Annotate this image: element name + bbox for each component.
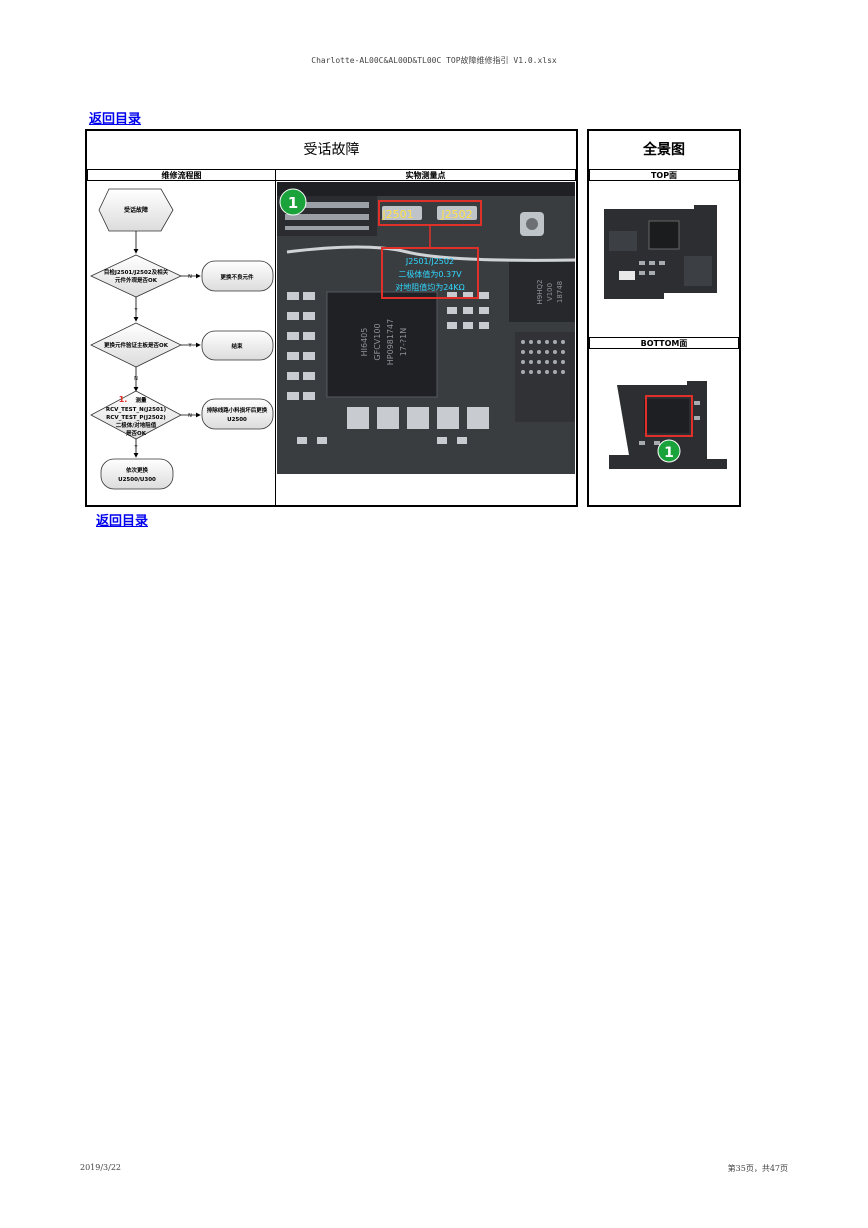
flow-step3-line1: 测量 xyxy=(135,396,147,404)
overview-panel: 全景图 TOP面 BOTTOM面 1 xyxy=(587,129,741,507)
chip-marking-2: GFCV100 xyxy=(373,323,382,360)
fault-title: 受话故障 xyxy=(303,142,360,158)
flow-decision3-no: N xyxy=(188,413,192,419)
flow-decision1-line1: 目检J2501/J2502及相关 xyxy=(104,268,169,276)
side-chip-marking-1: H9HQ2 xyxy=(536,280,544,305)
back-to-contents-link[interactable]: 返回目录 xyxy=(89,112,142,127)
callout-line2: 二极体值为0.37V xyxy=(398,269,462,279)
flow-step3-line5: 是否OK xyxy=(125,429,147,437)
flow-action-replace-part xyxy=(201,260,274,292)
bottom-step-badge-number: 1 xyxy=(664,445,674,461)
flow-end-line1: 依次更换 xyxy=(126,466,149,474)
flow-step3-number: 1. xyxy=(119,395,128,404)
photo-label-j2502: J2502 xyxy=(440,208,472,221)
back-to-contents-link-bottom[interactable]: 返回目录 xyxy=(96,514,149,529)
bottom-board-image: 1 xyxy=(609,381,727,469)
flow-decision1-no: N xyxy=(188,274,192,280)
flow-decision2-no: N xyxy=(134,376,138,382)
flow-start-shape xyxy=(98,188,174,232)
side-chip-marking-2: V100 xyxy=(546,283,554,301)
bottom-step-badge xyxy=(657,439,681,463)
repair-flowchart: 受话故障 目检J2501/J2502及相关 元件外观是否OK N 更换不良元件 … xyxy=(90,188,274,490)
top-side-header: TOP面 xyxy=(589,169,739,181)
overview-title: 全景图 xyxy=(643,142,685,158)
fault-panel: 受话故障 维修流程图 实物测量点 受话故障 目检J2501/J2502及相关 元… xyxy=(85,129,578,507)
flow-action2-label: 结束 xyxy=(231,342,243,350)
flow-decision1-line2: 元件外观是否OK xyxy=(115,276,158,284)
flow-action1-label: 更换不良元件 xyxy=(220,273,254,281)
flow-decision2-yes: Y xyxy=(187,343,192,349)
measurement-photo: HI6405 GFCV100 HP0981747 17-?1N H9HQ2 V1… xyxy=(277,182,575,474)
flow-step3-line3: RCV_TEST_P(J2502) xyxy=(106,415,166,421)
callout-line1: J2501/J2502 xyxy=(405,257,454,266)
flow-action3-line2: U2500 xyxy=(227,417,247,423)
flowchart-header: 维修流程图 xyxy=(87,169,276,181)
chip-marking-3: HP0981747 xyxy=(386,319,395,365)
footer-date: 2019/3/22 xyxy=(80,1163,122,1172)
side-chip-marking-3: 18748 xyxy=(556,281,564,303)
flow-action-replace-u2500 xyxy=(201,398,274,430)
chip-marking-1: HI6405 xyxy=(360,328,369,357)
chip-marking-4: 17-?1N xyxy=(399,328,408,356)
bottom-side-header: BOTTOM面 xyxy=(589,337,739,349)
step-badge xyxy=(279,188,307,216)
footer-page: 第35页，共47页 xyxy=(727,1164,788,1173)
top-board-image xyxy=(604,205,717,299)
step-badge-number: 1 xyxy=(288,194,298,212)
callout-line3: 对地阻值均为24KΩ xyxy=(395,282,465,292)
flow-step3-line4: 二极体/对地阻值 xyxy=(116,421,157,429)
flow-step3-line2: RCV_TEST_N(J2501) xyxy=(106,407,167,413)
flow-decision3-yes: Y xyxy=(133,445,138,451)
document-header: Charlotte-AL00C&AL00D&TL00C TOP故障维修指引 V1… xyxy=(311,56,557,65)
bottom-highlight xyxy=(645,395,693,437)
measurement-callout-box xyxy=(381,247,479,299)
flow-decision1-yes: Y xyxy=(133,308,138,314)
flow-action-end xyxy=(201,330,274,361)
flow-start-label: 受话故障 xyxy=(124,206,148,214)
flow-action3-line1: 排除线路小料损坏后更换 xyxy=(207,406,268,414)
photo-label-j2501: J2501 xyxy=(381,208,413,221)
flow-end-shape xyxy=(100,458,174,490)
flow-end-line2: U2500/U300 xyxy=(118,477,156,483)
flow-decision2-label: 更换元件验证主板是否OK xyxy=(104,341,169,349)
flow-decision-visual-check xyxy=(90,254,182,298)
photo-header: 实物测量点 xyxy=(275,169,576,181)
